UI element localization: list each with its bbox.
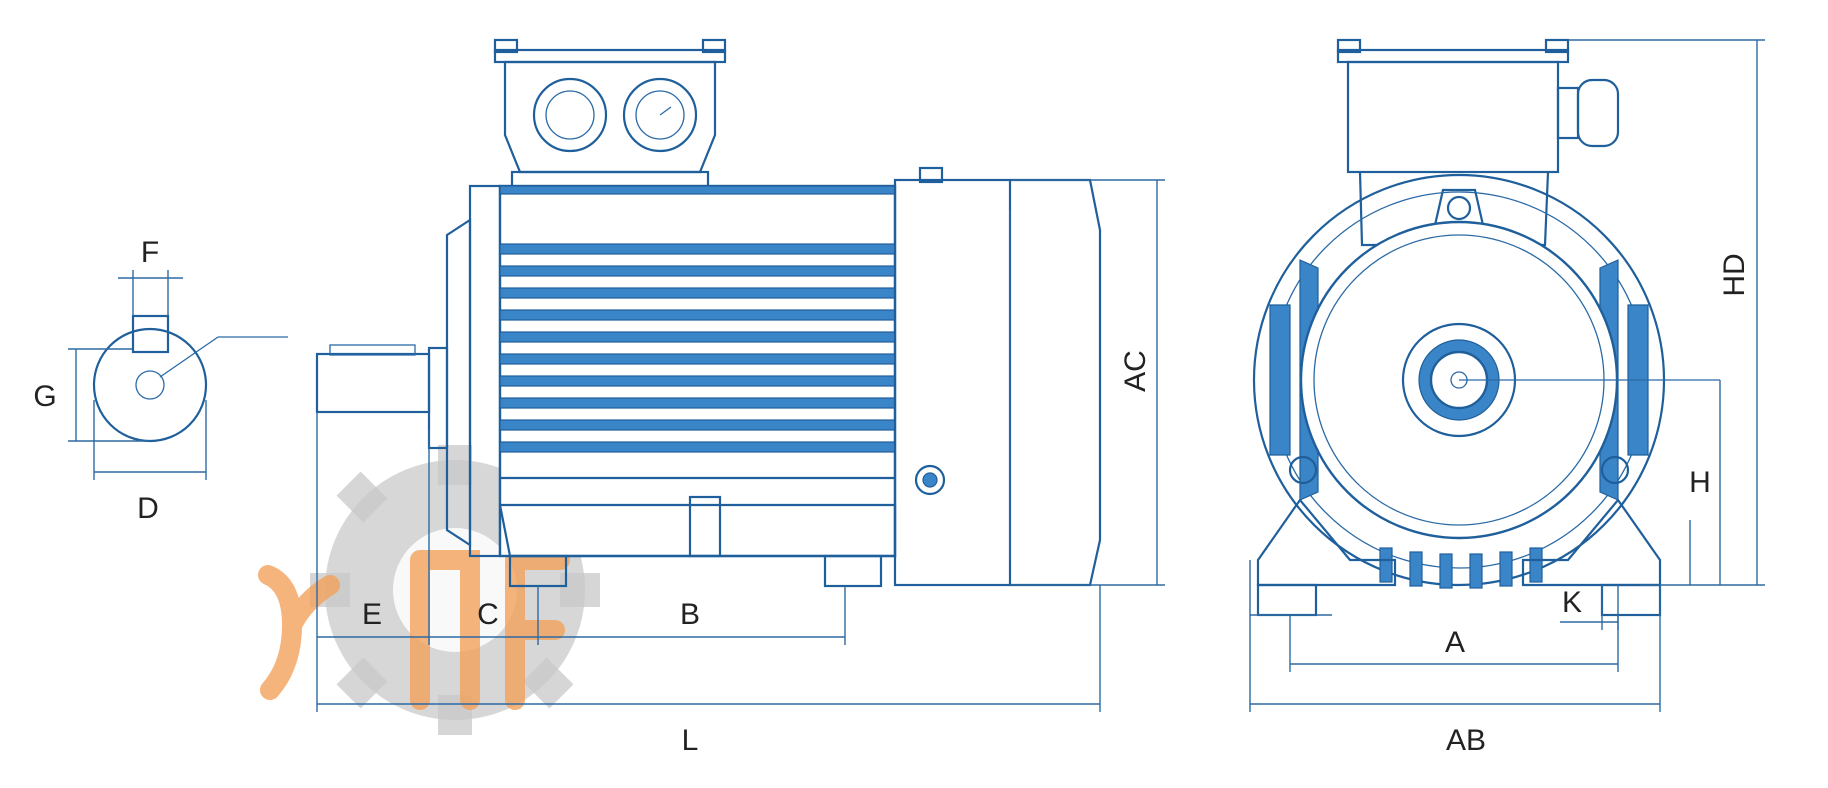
label-ab: AB [1446, 724, 1486, 757]
label-k: K [1562, 586, 1582, 619]
label-l: L [682, 724, 699, 757]
dimension-labels: F G D E C B L AC HD H K A AB [33, 236, 1751, 757]
label-d: D [137, 492, 159, 525]
shaft-end-detail [68, 270, 288, 480]
label-g: G [33, 380, 56, 413]
label-b: B [680, 598, 700, 631]
label-c: C [477, 598, 499, 631]
label-h: H [1689, 466, 1711, 499]
label-a: A [1445, 626, 1465, 659]
motor-side-view [315, 38, 1165, 712]
label-e: E [362, 598, 382, 631]
motor-front-view [1249, 38, 1765, 712]
cooling-fins [499, 185, 896, 453]
label-ac: AC [1119, 350, 1152, 392]
label-f: F [141, 236, 159, 269]
label-hd: HD [1718, 253, 1751, 296]
